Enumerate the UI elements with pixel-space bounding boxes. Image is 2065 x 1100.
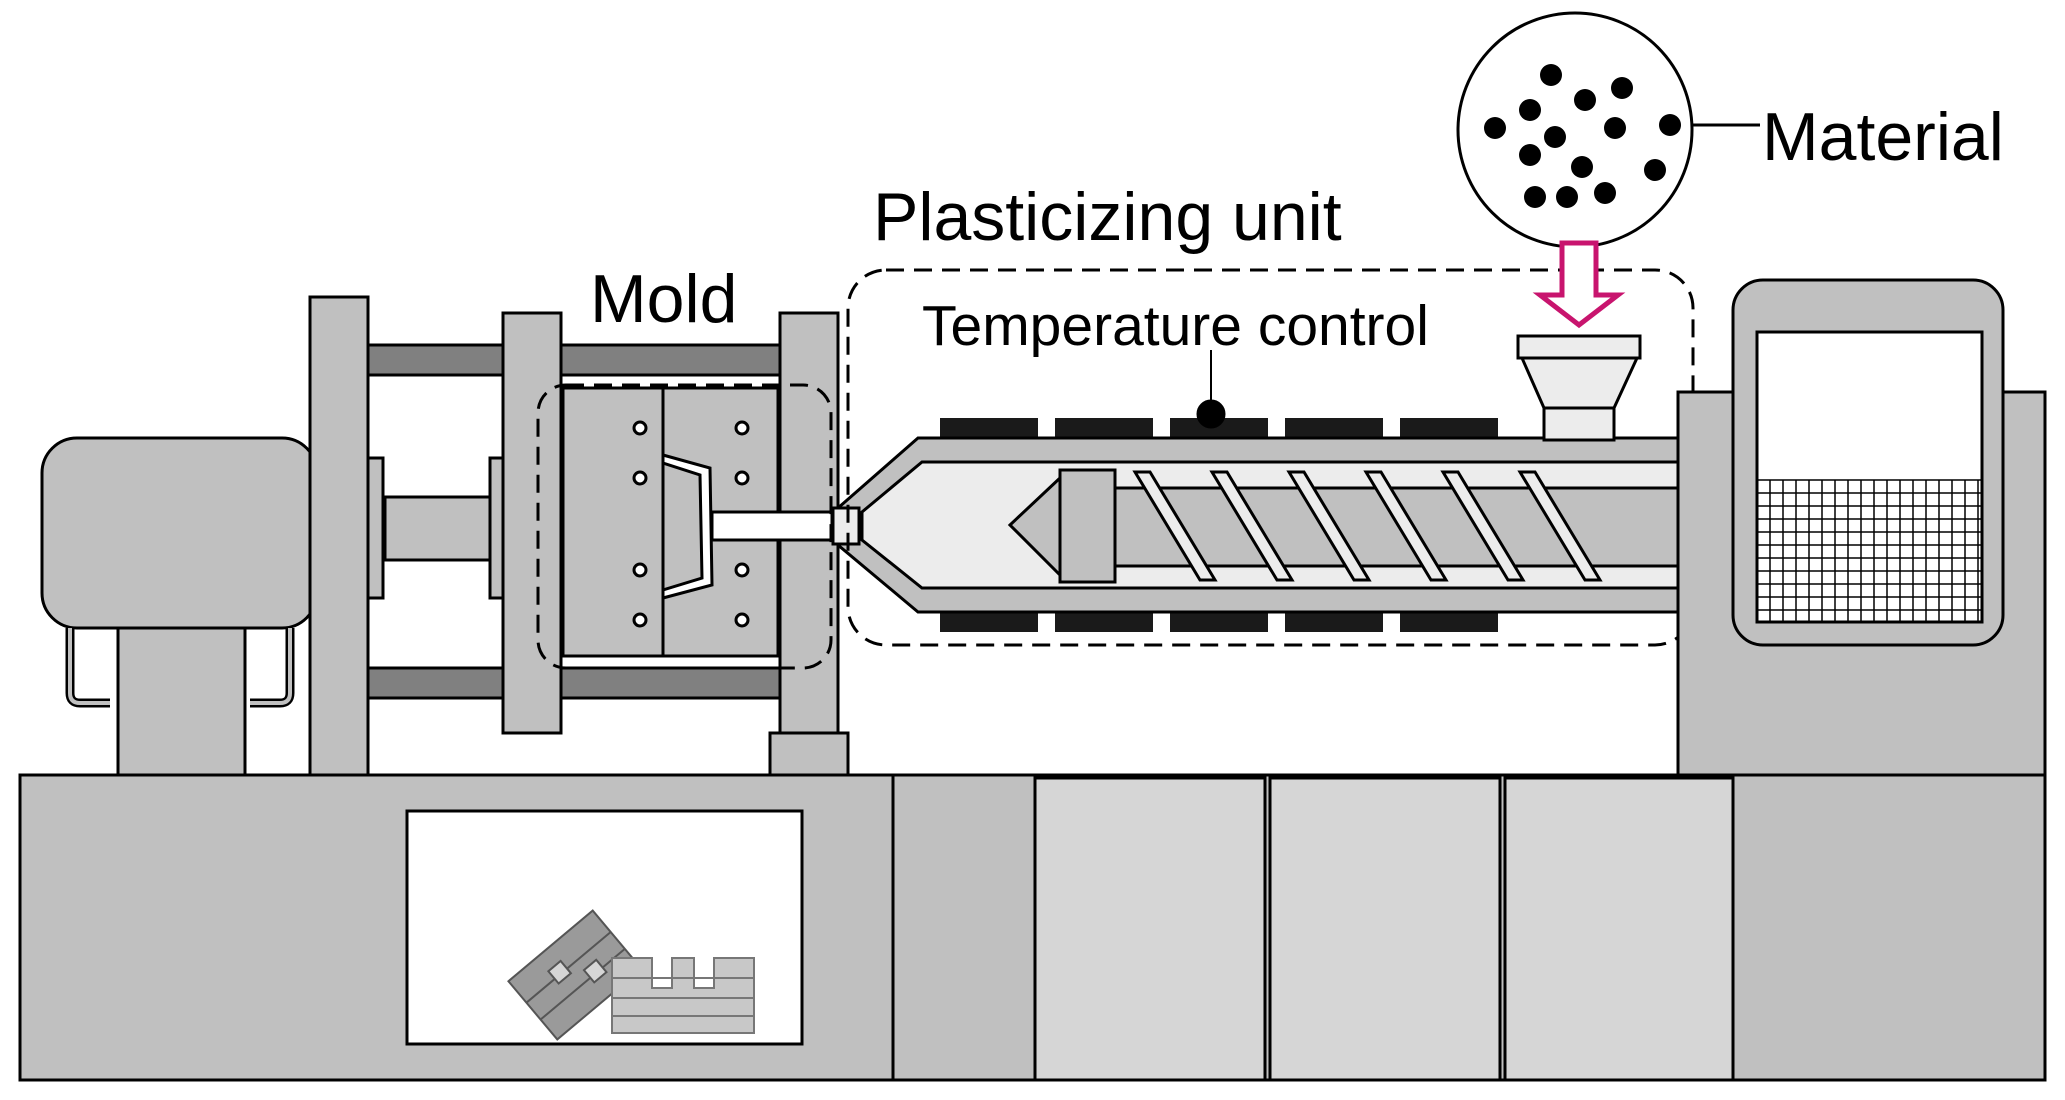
screw-check-ring	[1058, 468, 1117, 584]
hopper-funnel	[1519, 356, 1640, 410]
clamp-support-leg	[116, 626, 247, 777]
hmi-screen	[1755, 330, 1984, 624]
stationary-platen-foot	[768, 731, 850, 777]
base-panel-1	[1033, 776, 1267, 1082]
temperature-control-label: Temperature control	[922, 294, 1429, 358]
tie-bar-top	[363, 343, 787, 377]
mold-half-moving	[561, 386, 665, 658]
down-arrow-icon	[1532, 240, 1626, 329]
control-cabinet	[1676, 278, 2047, 777]
plasticizing-unit-boundary	[846, 268, 1695, 647]
machine-base	[18, 773, 2047, 1082]
rear-platen	[308, 295, 370, 777]
mold-bolt-icon	[632, 420, 750, 628]
material-pellets	[1456, 11, 1760, 249]
mold	[561, 386, 834, 658]
tie-bar-bottom	[363, 666, 787, 700]
mold-cavity	[661, 453, 714, 600]
hopper-neck	[1542, 406, 1616, 442]
thermocouple-sensor	[1196, 399, 1226, 429]
hmi-screen-grid	[1756, 479, 1982, 622]
hopper	[1516, 334, 1642, 442]
screw-flights	[1132, 470, 1603, 582]
piston-rod	[383, 495, 492, 562]
moving-platen	[501, 311, 563, 735]
hydraulic-hose	[65, 628, 110, 708]
material-label: Material	[1762, 99, 2004, 175]
mold-boundary	[536, 383, 833, 670]
mold-label: Mold	[590, 261, 737, 337]
sprue-channel	[710, 510, 834, 542]
base-panel-2	[1268, 776, 1502, 1082]
nozzle	[831, 506, 861, 546]
pellets	[1484, 64, 1681, 208]
plasticizing-unit-label: Plasticizing unit	[873, 179, 1342, 255]
molded-part-icon	[507, 909, 755, 1041]
clamp-unit	[40, 295, 850, 777]
clamp-cylinder-housing	[40, 436, 319, 630]
base-panel-3	[1503, 776, 1735, 1082]
hopper-rim	[1516, 334, 1642, 360]
heater-bands	[940, 418, 1498, 632]
